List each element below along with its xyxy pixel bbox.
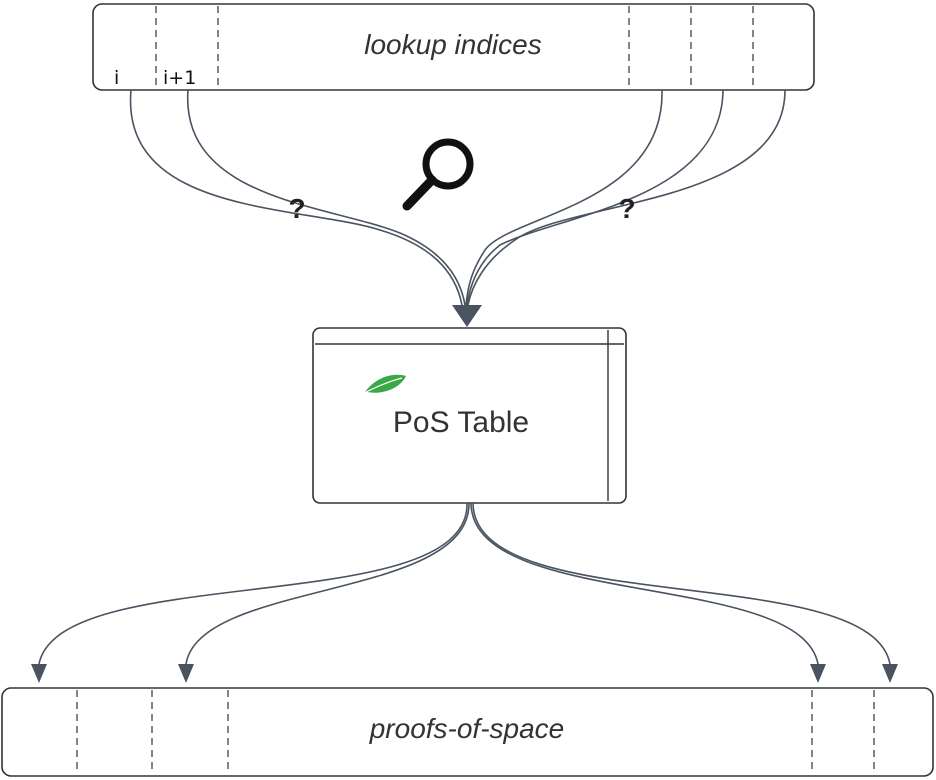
lookup-indices-frame <box>92 3 815 91</box>
lookup-edge <box>465 89 663 306</box>
proof-arrowhead <box>178 664 194 683</box>
proofs-of-space-box: proofs-of-space <box>1 687 934 777</box>
lookup-indices-box: lookup indices i i+1 <box>92 3 815 91</box>
lookup-edges <box>129 89 786 327</box>
lookup-edge <box>467 89 786 306</box>
lookup-edge <box>129 89 463 306</box>
index-label-i-plus-1: i+1 <box>163 67 196 89</box>
proof-edge <box>185 502 470 665</box>
lookup-edge <box>187 89 466 306</box>
magnifier-icon <box>402 138 474 211</box>
question-mark-left: ? <box>288 193 305 224</box>
proofs-of-space-title: proofs-of-space <box>369 713 565 744</box>
pos-table: PoS Table <box>312 327 627 504</box>
proof-arrowhead <box>810 664 826 683</box>
question-mark-right: ? <box>618 193 635 224</box>
index-label-i: i <box>114 67 119 89</box>
proofs-of-space-frame <box>1 687 934 777</box>
table-input-arrowhead <box>452 305 482 327</box>
proof-arrowhead <box>882 664 898 683</box>
lookup-indices-title: lookup indices <box>364 29 541 60</box>
pos-table-title: PoS Table <box>393 406 529 439</box>
proof-edge <box>472 502 891 665</box>
proof-edges <box>31 502 898 683</box>
proof-arrowhead <box>31 664 47 683</box>
lookup-edge <box>466 89 724 306</box>
proof-edge <box>38 502 468 665</box>
proof-edge <box>470 502 819 665</box>
leaf-icon <box>363 374 406 394</box>
